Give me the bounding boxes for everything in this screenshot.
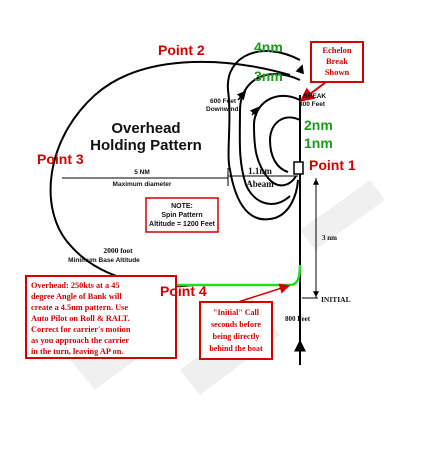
title-line-1: Overhead [111, 120, 180, 137]
label-abeam: Abeam [246, 179, 274, 189]
label-2000-foot: 2000 foot [103, 246, 133, 255]
approach-turn-line [175, 264, 302, 287]
title-line-2: Holding Pattern [90, 137, 202, 154]
overhead-line-1: Overhead: 250kts at a 45 [31, 281, 120, 290]
overhead-line-3: create a 4.5nm pattern. Use [31, 303, 128, 312]
note-box [145, 197, 219, 233]
label-initial: INITIAL [321, 295, 351, 304]
initial-arrow-icon [237, 283, 291, 303]
break-turn-3 [252, 94, 301, 187]
label-abeam-distance: 1.1nm [248, 166, 272, 176]
label-600-feet: 600 Feet [210, 98, 237, 105]
initial-line-4: behind the boat [209, 344, 263, 353]
point-2-label: Point 2 [158, 42, 205, 58]
overhead-line-7: in the turn, leaving AP on. [31, 347, 123, 356]
echelon-line-1: Echelon [322, 45, 352, 55]
label-min-base: Minimum Base Altitude [68, 257, 140, 264]
overhead-line-5: Correct for carrier's motion [31, 325, 131, 334]
distance-3nm: 3nm [254, 68, 283, 84]
note-line-3: Altitude = 1200 Feet [149, 221, 216, 228]
label-max-diameter: Maximum diameter [113, 181, 172, 188]
point-4-label: Point 4 [160, 283, 207, 299]
point-3-label: Point 3 [37, 151, 84, 167]
point-1-label: Point 1 [309, 157, 356, 173]
echelon-arrow-icon [299, 81, 327, 102]
break-turn-outer [226, 50, 301, 221]
distance-4nm: 4nm [254, 39, 283, 55]
distance-1nm: 1nm [304, 135, 333, 151]
label-3nm: 3 nm [322, 234, 337, 242]
arrow-icon [236, 90, 247, 101]
carrier-icon [293, 161, 304, 175]
note-line-2: Spin Pattern [161, 212, 202, 219]
arrow-icon [295, 64, 304, 75]
break-turn-4 [268, 116, 301, 173]
note-line-1: NOTE: [171, 203, 193, 210]
overhead-box [25, 275, 177, 359]
label-800-feet: 800 Feet [299, 101, 326, 108]
initial-line-1: "Initial" Call [213, 308, 260, 317]
echelon-box [310, 41, 364, 83]
echelon-line-3: Shown [325, 67, 350, 77]
initial-call-box [199, 301, 273, 360]
initial-line-3: being directly [213, 332, 260, 341]
label-break: BREAK [303, 93, 326, 100]
initial-line-2: seconds before [211, 320, 261, 329]
overhead-line-6: as you approach the carrier [31, 336, 129, 345]
overhead-line-2: degree Angle of Bank will [31, 292, 122, 301]
overhead-line-4: Auto Pilot on Roll & RALT. [31, 314, 130, 323]
break-turn-2 [238, 73, 301, 205]
arrow-icon [249, 106, 260, 117]
label-800-feet-initial: 800 Feet [285, 315, 311, 323]
label-5nm: 5 NM [134, 169, 150, 176]
label-downwind: Downwind [206, 106, 239, 113]
echelon-line-2: Break [326, 56, 348, 66]
distance-2nm: 2nm [304, 117, 333, 133]
